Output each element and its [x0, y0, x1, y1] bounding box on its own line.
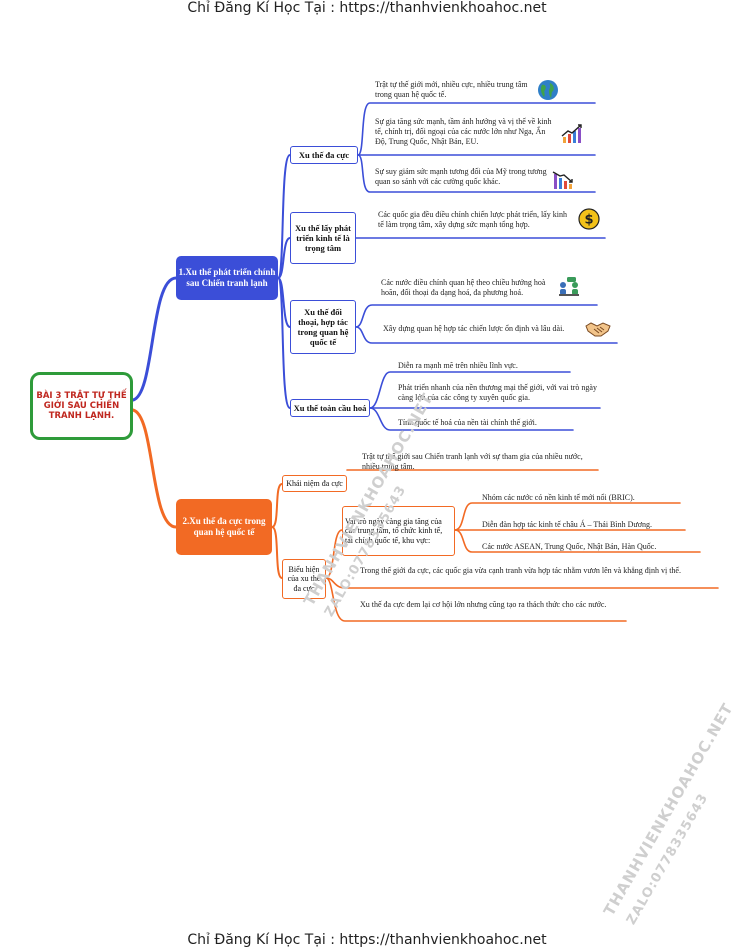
leaf-role-2: Diễn đàn hợp tác kinh tế châu Á – Thái B…	[482, 520, 652, 529]
leaf-economy-1: Các quốc gia đều điều chỉnh chiến lược p…	[378, 210, 567, 230]
svg-text:$: $	[584, 213, 593, 228]
meeting-icon	[559, 277, 579, 296]
falling-chart-icon	[552, 171, 573, 189]
sub-dialogue-node: Xu thế đối thoại, hợp tác trong quan hệ …	[290, 300, 356, 354]
leaf-multipolar-1: Trật tự thế giới mới, nhiều cực, nhiều t…	[375, 80, 528, 100]
rising-chart-icon	[561, 124, 582, 143]
connector-root-branch1	[131, 276, 178, 402]
root-node: BÀI 3 TRẬT TỰ THẾ GIỚI SAU CHIẾN TRANH L…	[30, 372, 133, 440]
leaf-multipolar-2: Sự gia tăng sức mạnh, tầm ảnh hưởng và v…	[375, 117, 552, 147]
connector-b2-concept	[271, 483, 283, 528]
sub-globalization-node: Xu thế toàn cầu hoá	[290, 399, 370, 417]
leaf-dialogue-2: Xây dựng quan hệ hợp tác chiến lược ổn đ…	[383, 324, 565, 333]
handshake-icon	[585, 322, 611, 337]
leaf-global-1: Diễn ra mạnh mẽ trên nhiều lĩnh vực.	[398, 361, 518, 370]
connector-b2-manifest	[271, 526, 283, 579]
branch2-node: 2.Xu thế đa cực trong quan hệ quốc tế	[176, 499, 272, 555]
connector-root-branch2	[131, 408, 178, 529]
page-header: Chỉ Đăng Kí Học Tại : https://thanhvienk…	[187, 0, 547, 16]
leaf-global-2: Phát triển nhanh của nền thương mại thế …	[398, 383, 597, 403]
connector-b1-sub2	[277, 237, 291, 279]
branch1-node: 1.Xu thế phát triển chính sau Chiến tran…	[176, 256, 278, 300]
sub-economy-node: Xu thế lấy phát triển kinh tế là trọng t…	[290, 212, 356, 264]
sub-manifest-node: Biểu hiện của xu thế đa cực	[282, 559, 326, 599]
sub-multipolar-node: Xu thế đa cực	[290, 146, 358, 164]
globe-icon	[538, 80, 558, 100]
leaf-multipolar-3: Sự suy giảm sức mạnh tương đối của Mỹ tr…	[375, 167, 547, 187]
leaf-manifest-1: Trong thế giới đa cực, các quốc gia vừa …	[360, 566, 681, 575]
connector-b1-sub1	[277, 154, 291, 279]
leaf-role-1: Nhóm các nước có nền kinh tế mới nổi (BR…	[482, 493, 635, 502]
leaf-manifest-2: Xu thế đa cực đem lại cơ hội lớn nhưng c…	[360, 600, 607, 609]
leaf-dialogue-1: Các nước điều chỉnh quan hệ theo chiều h…	[381, 278, 546, 298]
leaf-concept-1: Trật tự thế giới sau Chiến tranh lạnh vớ…	[362, 452, 583, 472]
leaf-global-3: Tính quốc tế hoá của nền tài chính thế g…	[398, 418, 537, 427]
leaf-role-3: Các nước ASEAN, Trung Quốc, Nhật Bản, Hà…	[482, 542, 657, 551]
dollar-coin-icon: $	[578, 208, 600, 230]
sub-role-node: Vai trò ngày càng gia tăng của các trung…	[342, 506, 455, 556]
page-footer: Chỉ Đăng Kí Học Tại : https://thanhvienk…	[187, 932, 547, 948]
connector-b1-sub4	[277, 277, 291, 409]
sub-concept-node: Khái niệm đa cực	[282, 475, 347, 492]
